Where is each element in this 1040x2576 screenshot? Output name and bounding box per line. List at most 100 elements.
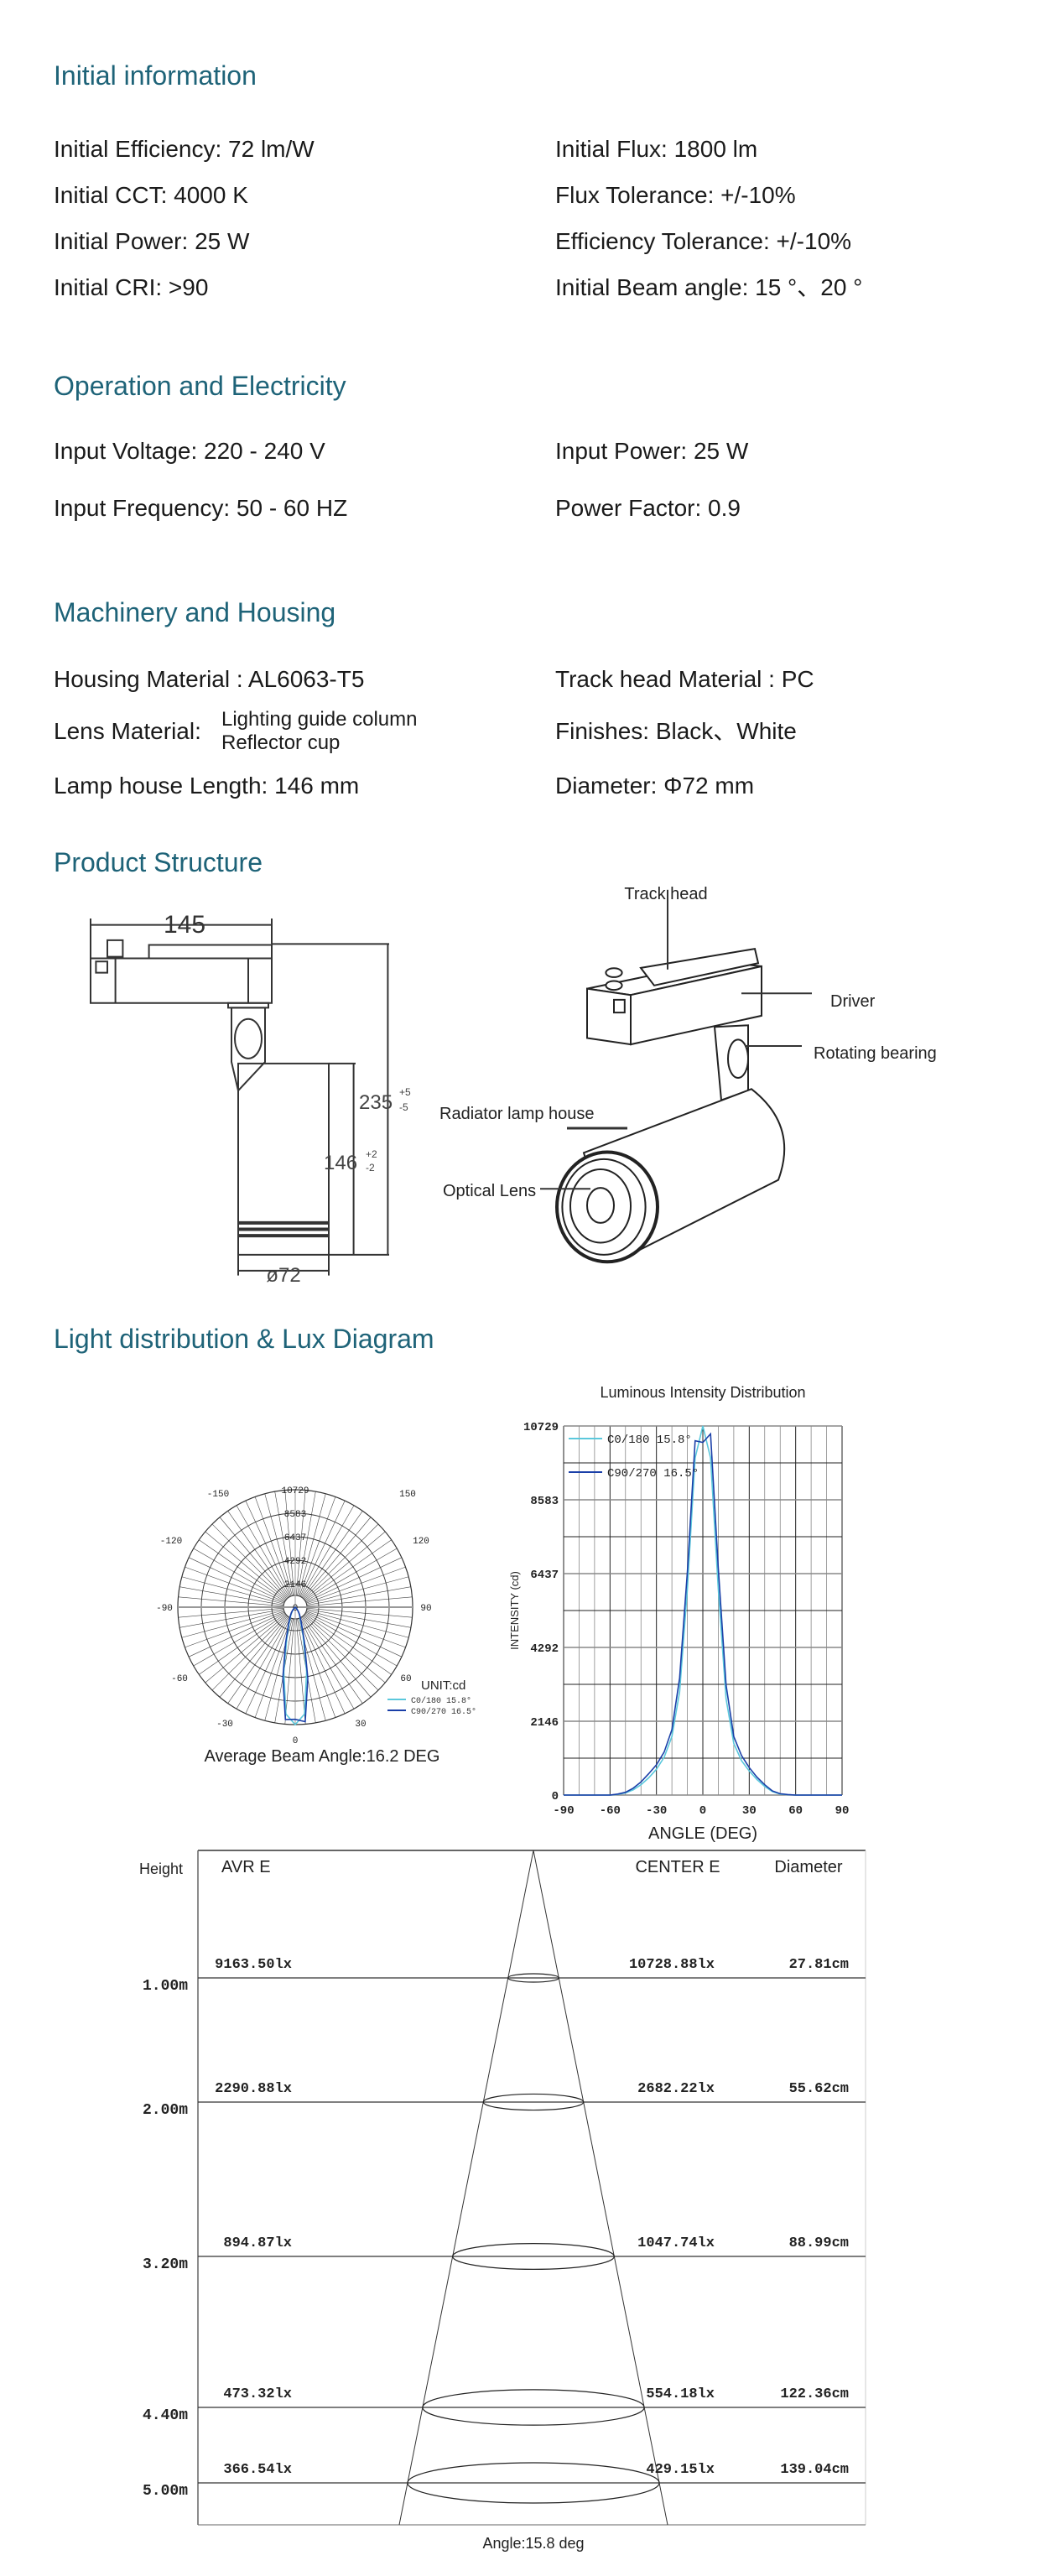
diameter-value: 27.81cm	[789, 1957, 849, 1973]
polar-curve-c90	[282, 1606, 309, 1723]
x-tick-label: -30	[646, 1804, 667, 1818]
polar-radial-tick: 0	[293, 1604, 299, 1614]
polar-spoke	[193, 1548, 286, 1602]
polar-spoke	[236, 1616, 290, 1710]
polar-spoke	[303, 1615, 379, 1691]
spec-flux-tolerance: Flux Tolerance: +/-10%	[555, 182, 796, 208]
beam-ellipse	[507, 1973, 559, 1983]
cone-edge-right	[533, 1850, 668, 2526]
polar-spoke	[245, 1617, 291, 1715]
polar-spoke	[305, 1557, 403, 1603]
spec-housing-material: Housing Material : AL6063-T5	[54, 666, 365, 692]
polar-spoke	[185, 1566, 284, 1604]
polar-spoke	[306, 1611, 406, 1648]
height-label: 2.00m	[143, 2102, 188, 2119]
diameter-value: 122.36cm	[780, 2386, 849, 2402]
polar-legend-label: C0/180 15.8°	[411, 1696, 471, 1706]
polar-spoke	[199, 1539, 286, 1601]
polar-radial-tick: 6437	[284, 1533, 306, 1543]
polar-spoke	[306, 1596, 413, 1607]
spec-lens-material-value: Lighting guide column	[221, 708, 418, 731]
x-tick-label: 90	[835, 1804, 850, 1818]
polar-spoke	[306, 1609, 411, 1628]
polar-spoke	[264, 1493, 293, 1596]
polar-spoke	[179, 1586, 284, 1605]
polar-spoke	[179, 1609, 284, 1628]
diameter-value: 55.62cm	[789, 2081, 849, 2097]
polar-spoke	[254, 1496, 292, 1596]
beam-ellipse	[452, 2242, 615, 2271]
polar-intensity-chart: 0214642926437858310729030-3060-6090-9012…	[156, 1486, 476, 1766]
avr-e-value: 366.54lx	[223, 2462, 292, 2478]
polar-spoke	[181, 1610, 284, 1638]
polar-spoke	[302, 1517, 372, 1599]
dim-length-tol-minus: -2	[366, 1162, 375, 1174]
polar-spoke	[295, 1618, 306, 1725]
polar-angle-label: -30	[216, 1720, 233, 1730]
polar-spoke	[299, 1618, 336, 1718]
polar-spoke	[306, 1610, 409, 1638]
spec-input-frequency: Input Frequency: 50 - 60 HZ	[54, 495, 348, 521]
beam-ellipse	[407, 2462, 660, 2504]
x-axis-title: ANGLE (DEG)	[648, 1824, 757, 1843]
y-tick-label: 0	[552, 1790, 559, 1803]
polar-spoke	[181, 1576, 284, 1605]
spec-power-factor: Power Factor: 0.9	[555, 495, 741, 521]
polar-spoke	[245, 1500, 291, 1597]
spec-finishes: Finishes: Black、White	[555, 718, 797, 744]
polar-spoke	[306, 1586, 411, 1605]
polar-spoke	[306, 1566, 406, 1604]
section-title-light: Light distribution & Lux Diagram	[54, 1324, 434, 1354]
spec-flux: Initial Flux: 1800 lm	[555, 136, 758, 162]
y-tick-label: 2146	[530, 1716, 559, 1730]
beam-ellipse	[482, 2093, 585, 2111]
polar-spoke	[193, 1612, 286, 1667]
center-e-value: 1047.74lx	[637, 2235, 715, 2251]
polar-angle-label: -90	[156, 1604, 173, 1614]
polar-spoke	[205, 1531, 287, 1600]
polar-radial-tick: 10729	[281, 1486, 309, 1496]
spec-cri: Initial CRI: >90	[54, 274, 209, 300]
dim-length: 146	[324, 1152, 357, 1174]
polar-caption: Average Beam Angle:16.2 DEG	[205, 1747, 440, 1766]
polar-angle-label: 60	[400, 1674, 411, 1684]
y-tick-label: 8583	[530, 1495, 559, 1508]
y-tick-label: 6437	[530, 1569, 559, 1582]
spec-power: Initial Power: 25 W	[54, 228, 250, 254]
polar-spoke	[306, 1576, 409, 1605]
polar-spoke	[284, 1618, 295, 1725]
beam-ellipse	[422, 2389, 645, 2426]
polar-spoke	[205, 1614, 287, 1684]
x-tick-label: 30	[742, 1804, 757, 1818]
height-label: 4.40m	[143, 2407, 188, 2424]
product-perspective-drawing	[540, 890, 812, 1262]
spec-lamp-house-length: Lamp house Length: 146 mm	[54, 773, 360, 799]
polar-spoke	[211, 1523, 288, 1600]
polar-spoke	[178, 1607, 284, 1618]
height-label: 3.20m	[143, 2256, 188, 2273]
y-axis-title: INTENSITY (cd)	[508, 1571, 521, 1650]
section-title-machinery: Machinery and Housing	[54, 597, 336, 627]
polar-spoke	[304, 1614, 386, 1684]
polar-spoke	[304, 1539, 392, 1601]
y-tick-label: 10729	[523, 1421, 559, 1434]
polar-spoke	[284, 1490, 295, 1596]
polar-spoke	[227, 1616, 289, 1704]
spec-track-head-material: Track head Material : PC	[555, 666, 814, 692]
polar-spoke	[298, 1493, 326, 1596]
center-e-value: 2682.22lx	[637, 2081, 715, 2097]
polar-angle-label: 120	[413, 1537, 429, 1547]
spec-lens-material-label: Lens Material:	[54, 718, 201, 744]
polar-angle-label: 30	[355, 1720, 366, 1730]
dim-height-tol-plus: +5	[399, 1086, 411, 1098]
header-center-e: CENTER E	[635, 1858, 720, 1876]
polar-spoke	[297, 1491, 316, 1596]
polar-spoke	[300, 1505, 355, 1598]
label-radiator-lamp-house: Radiator lamp house	[439, 1105, 595, 1123]
label-track-head: Track head	[624, 885, 707, 903]
polar-spoke	[304, 1613, 392, 1675]
product-elevation-drawing	[91, 919, 389, 1276]
polar-spoke	[295, 1490, 306, 1596]
center-e-value: 429.15lx	[646, 2462, 715, 2478]
